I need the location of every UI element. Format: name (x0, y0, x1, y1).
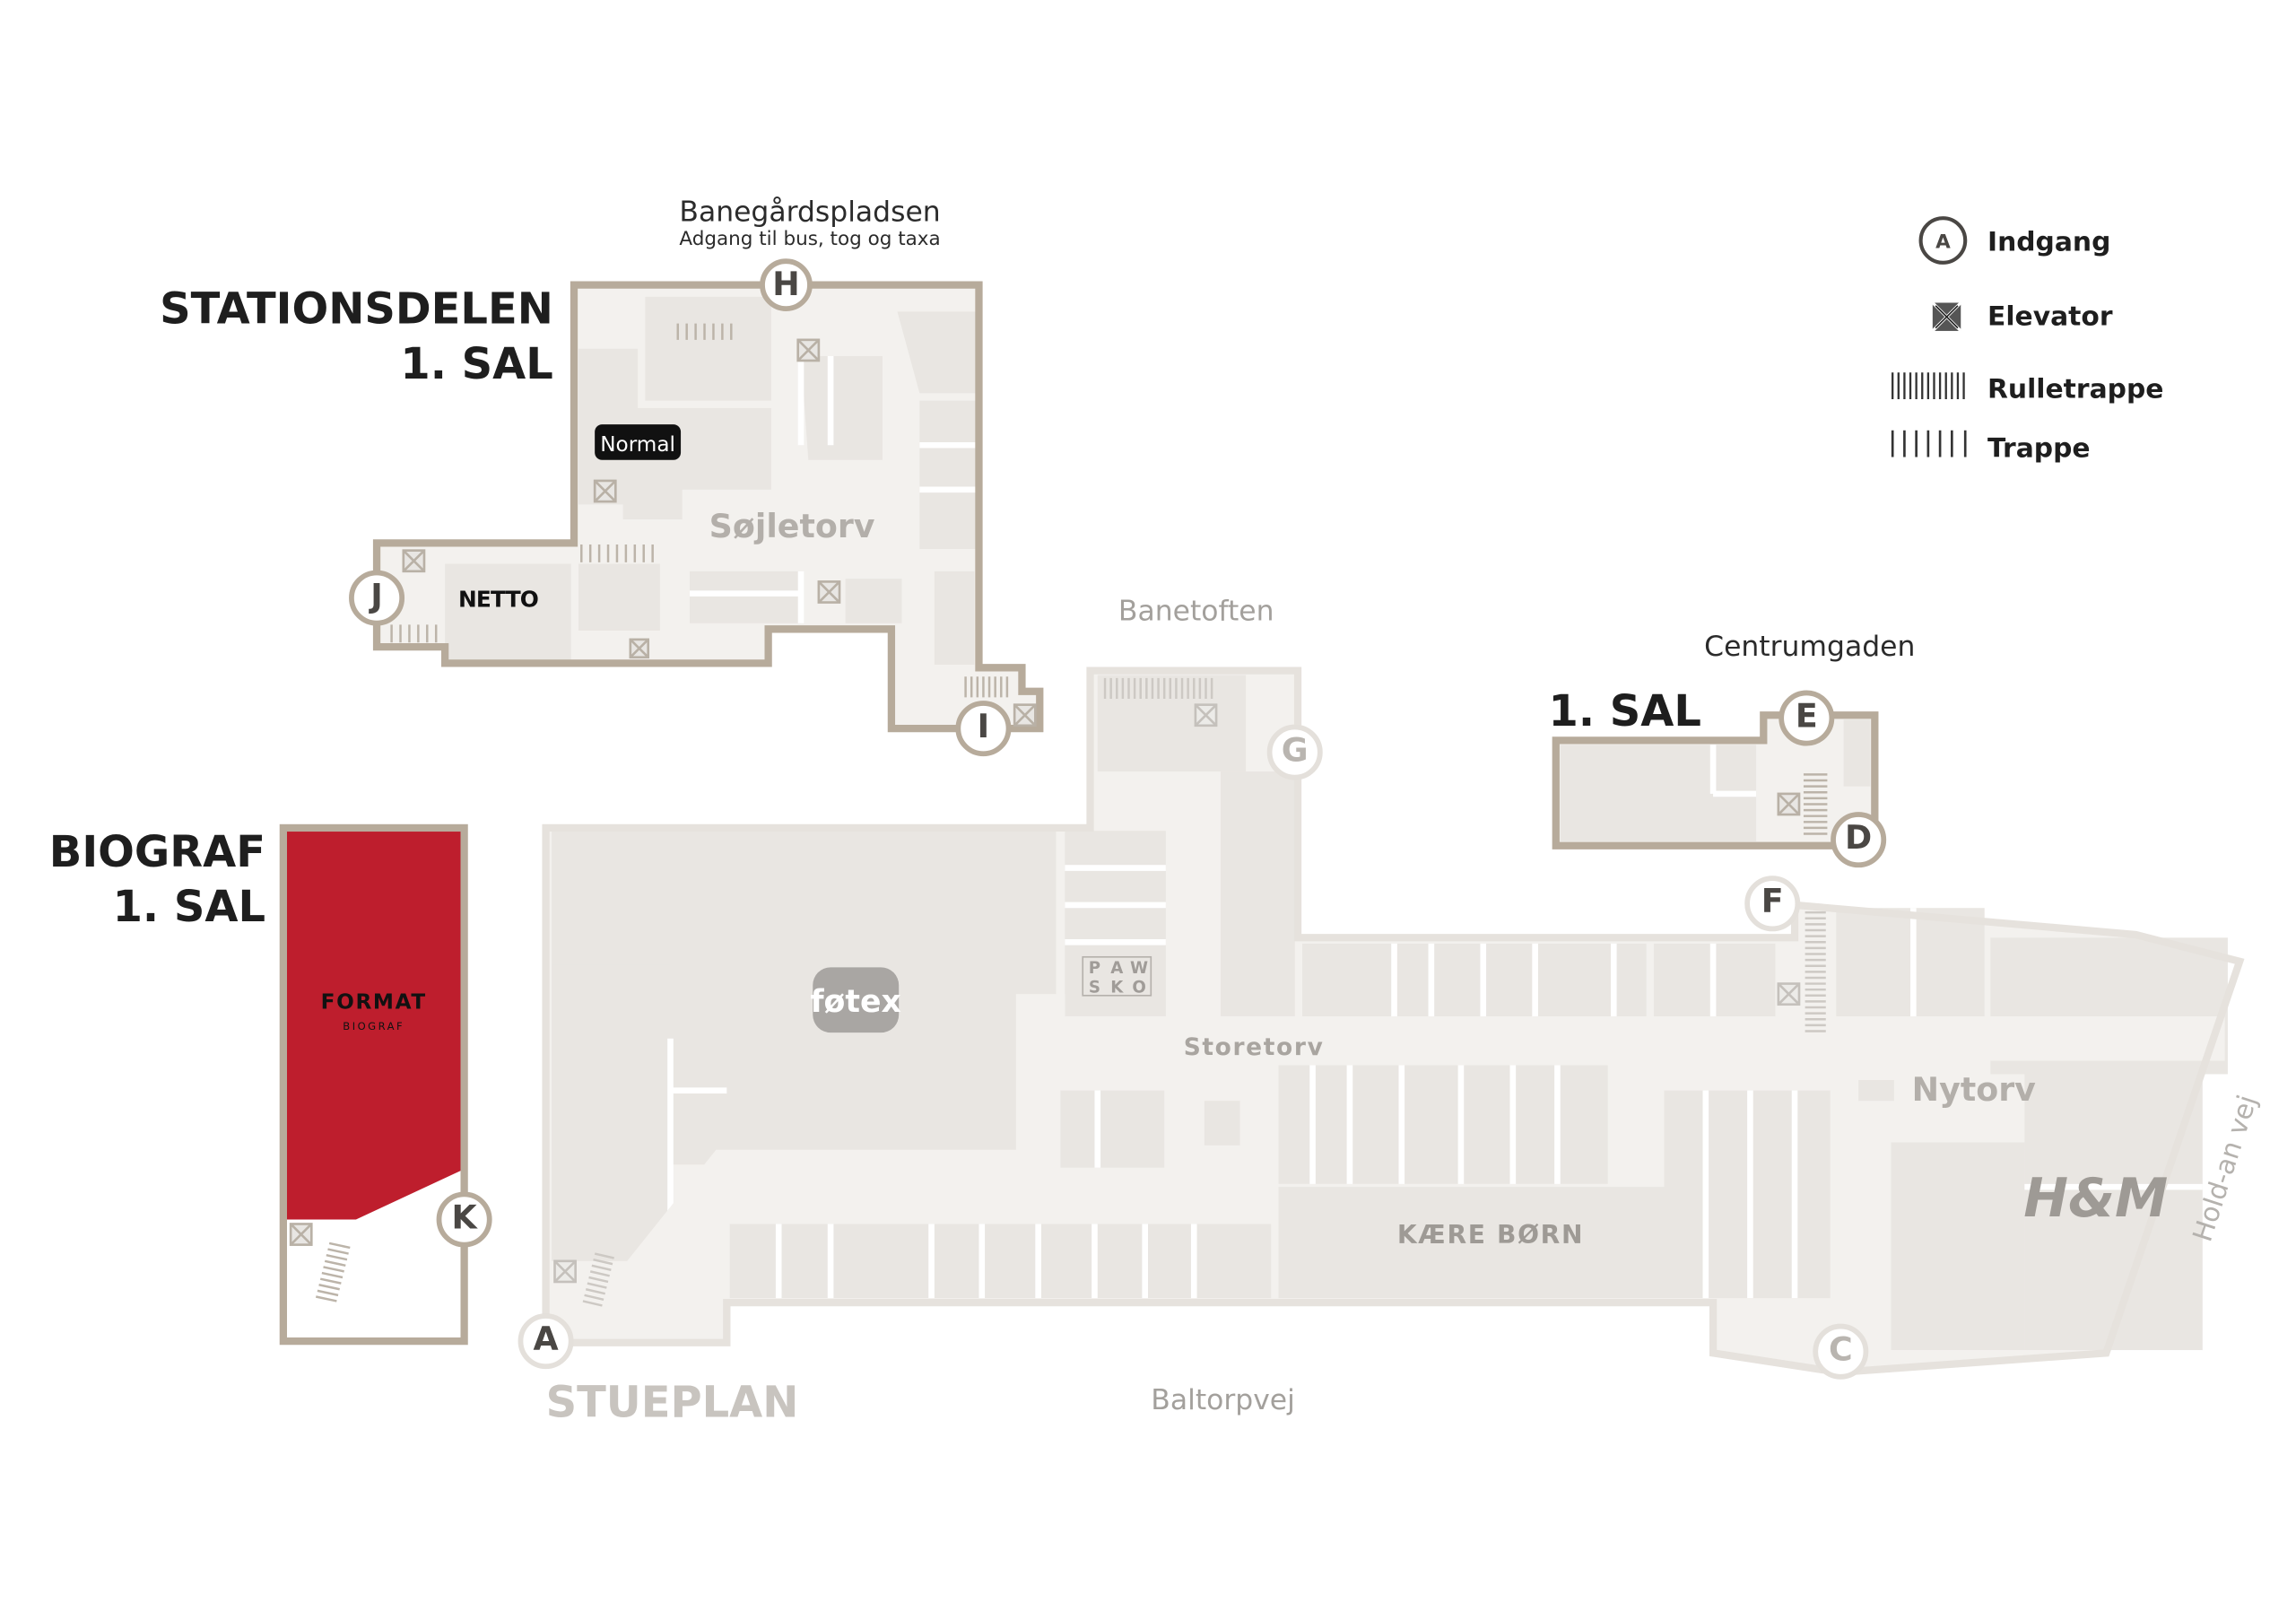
nytorv-label: Nytorv (1912, 1070, 2036, 1109)
escalator-icon (1803, 773, 1828, 835)
legend-entrance: A Indgang (1918, 216, 2110, 265)
fotex-logo[interactable]: føtex (810, 967, 901, 1033)
svg-text:G: G (1282, 731, 1309, 770)
entrance-markers: H J I G E D F K A C (349, 258, 1887, 1380)
entrance-i[interactable]: I (955, 701, 1012, 757)
entrance-k[interactable]: K (436, 1191, 492, 1248)
normal-logo[interactable]: Normal (595, 424, 682, 460)
legend-stairs: Trappe (1891, 430, 2091, 464)
svg-text:H: H (772, 265, 799, 303)
kaereborn-logo[interactable]: KÆRE BØRN (1397, 1220, 1584, 1250)
legend-escalator: Rulletrappe (1892, 372, 2163, 405)
stationsdelen-floor (372, 281, 1044, 733)
legend-stairs-label: Trappe (1987, 432, 2091, 464)
stueplan-markings: Storetorv Nytorv føtex P A W S K O KÆRE … (553, 677, 2168, 1307)
legend-elevator: Elevator (1931, 301, 2113, 333)
entrance-c[interactable]: C (1813, 1323, 1869, 1380)
normal-label: Normal (600, 433, 675, 457)
hm-logo[interactable]: H&M (2023, 1168, 2168, 1230)
sojletorv-label: Søjletorv (709, 507, 875, 545)
section-titles: STATIONSDELEN 1. SAL BIOGRAF 1. SAL 1. S… (49, 284, 1701, 1428)
biograf-floor-label: 1. SAL (113, 882, 265, 932)
centrum-floor (1552, 711, 1879, 849)
banetoften-label: Banetoften (1118, 595, 1274, 627)
format-cinema-area[interactable] (283, 827, 465, 1220)
stueplan-title: STUEPLAN (546, 1377, 799, 1427)
escalator-icon (315, 1241, 351, 1302)
elevator-x-icon (1931, 301, 1962, 333)
entrance-h[interactable]: H (760, 258, 813, 312)
escalator-icon (582, 677, 1826, 1307)
svg-text:W: W (1130, 959, 1148, 978)
format-logo[interactable]: FORMAT (321, 991, 427, 1015)
centrum-floor-label: 1. SAL (1549, 686, 1701, 736)
elevator-icon (1777, 792, 1801, 816)
svg-text:K: K (452, 1198, 479, 1236)
entrance-a[interactable]: A (517, 1313, 574, 1370)
svg-text:A: A (1110, 959, 1123, 978)
stationsdelen-title: STATIONSDELEN (160, 284, 553, 335)
entrance-j[interactable]: J (349, 570, 405, 626)
biograf-floor: FORMAT BIOGRAF (279, 823, 468, 1346)
centrumgaden-label: Centrumgaden (1704, 631, 1915, 663)
storetorv-label: Storetorv (1184, 1033, 1325, 1061)
banegardspladsen-sub-label: Adgang til bus, tog og taxa (679, 228, 940, 250)
pawsko-logo[interactable]: P A W S K O (1082, 955, 1152, 998)
stationsdelen-markings: Søjletorv Normal NETTO (390, 323, 1037, 727)
legend-escalator-label: Rulletrappe (1987, 373, 2163, 405)
svg-text:E: E (1796, 696, 1818, 735)
legend: A Indgang Elevator Rulletrappe Trappe (1891, 216, 2163, 464)
svg-text:O: O (1132, 978, 1145, 997)
svg-text:I: I (978, 707, 990, 745)
circle-letter-icon (1918, 216, 1968, 265)
svg-text:J: J (368, 577, 383, 615)
svg-text:D: D (1845, 818, 1872, 857)
netto-logo[interactable]: NETTO (458, 587, 539, 613)
format-sub-label: BIOGRAF (343, 1020, 404, 1032)
entrance-e[interactable]: E (1779, 690, 1835, 746)
stairs-icon (1891, 430, 1967, 457)
elevator-icon (553, 703, 1801, 1284)
entrance-d[interactable]: D (1831, 812, 1887, 868)
legend-entrance-sample: A (1935, 231, 1951, 253)
svg-text:K: K (1110, 978, 1124, 997)
elevator-icon (402, 338, 1037, 727)
elevator-icon (289, 1223, 313, 1246)
svg-text:S: S (1089, 978, 1100, 997)
escalator-icon (1892, 372, 1965, 399)
stueplan-floor (542, 666, 2245, 1377)
legend-entrance-label: Indgang (1987, 227, 2110, 258)
baltorpvej-label: Baltorpvej (1151, 1384, 1295, 1416)
stairs-icon (390, 323, 1009, 698)
banegardspladsen-label: Banegårdspladsen (679, 196, 940, 229)
svg-text:F: F (1761, 882, 1784, 920)
entrance-g[interactable]: G (1266, 724, 1323, 780)
fotex-label: føtex (810, 984, 901, 1020)
entrance-f[interactable]: F (1744, 876, 1801, 932)
svg-text:C: C (1829, 1330, 1853, 1369)
stationsdelen-floor-label: 1. SAL (400, 339, 552, 389)
svg-text:P: P (1089, 959, 1100, 978)
legend-elevator-label: Elevator (1987, 301, 2113, 332)
biograf-title: BIOGRAF (49, 827, 265, 877)
svg-text:A: A (534, 1320, 559, 1358)
